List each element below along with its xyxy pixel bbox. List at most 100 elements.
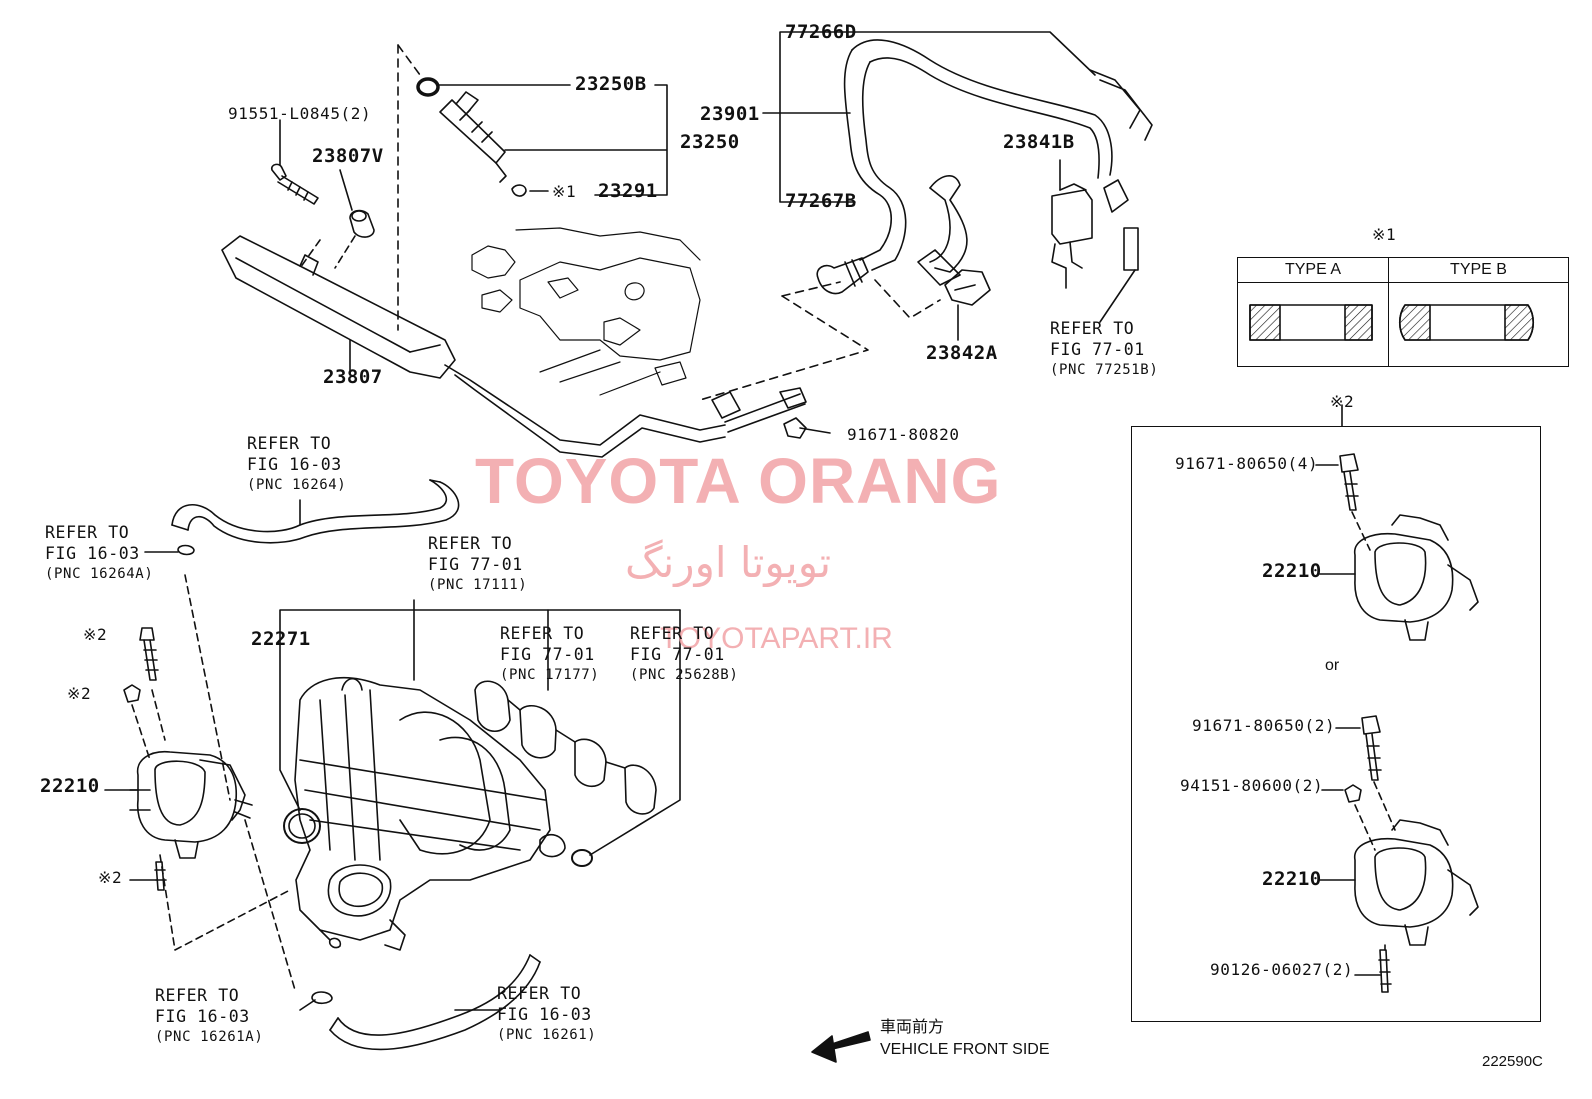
fuel-injector — [439, 91, 507, 183]
watermark-title: TOYOTA ORANG — [475, 445, 1002, 517]
refer-line1: REFER TO — [428, 534, 513, 553]
refer-pnc: (PNC 16261) — [497, 1027, 597, 1043]
front-arrow-icon — [811, 1031, 871, 1063]
refer-line1: REFER TO — [500, 624, 585, 643]
label-77266d: 77266D — [785, 21, 857, 43]
refer-pnc: (PNC 17177) — [500, 667, 600, 683]
label-23807: 23807 — [323, 366, 383, 388]
label-22210-upper: 22210 — [1262, 560, 1322, 582]
mark-2-b: ※2 — [67, 684, 92, 703]
nut-right — [1344, 784, 1362, 803]
vehicle-front-en: VEHICLE FRONT SIDE — [880, 1041, 1050, 1058]
label-91671-80650-2: 91671-80650(2) — [1192, 716, 1336, 735]
manifold-gasket-17177 — [474, 680, 657, 815]
label-91551: 91551-L0845(2) — [228, 104, 372, 123]
hose-connector — [816, 179, 1139, 295]
refer-line2: FIG 16-03 — [247, 455, 342, 474]
vehicle-front-label: 車両前方 VEHICLE FRONT SIDE — [880, 1017, 1050, 1061]
label-23250b: 23250B — [575, 73, 647, 95]
refer-line1: REFER TO — [155, 986, 240, 1005]
refer-17177: REFER TO FIG 77-01 (PNC 17177) — [500, 623, 599, 686]
vsv-23841b — [1051, 183, 1093, 289]
refer-line2: FIG 77-01 — [500, 645, 595, 664]
refer-pnc: (PNC 16264) — [247, 477, 347, 493]
refer-17111: REFER TO FIG 77-01 (PNC 17111) — [428, 533, 527, 596]
refer-16261a: REFER TO FIG 16-03 (PNC 16261A) — [155, 985, 263, 1048]
label-23842a: 23842A — [926, 342, 998, 364]
refer-line2: FIG 16-03 — [155, 1007, 250, 1026]
hose-clamp-16264a — [177, 544, 195, 556]
watermark-persian: تویوتا اورنگ — [625, 538, 832, 587]
refer-77251b: REFER TO FIG 77-01 (PNC 77251B) — [1050, 318, 1158, 381]
label-91671-80650-4: 91671-80650(4) — [1175, 454, 1319, 473]
bolt-91551 — [270, 163, 319, 205]
figure-code: 222590C — [1482, 1053, 1543, 1070]
fuel-delivery-pipe — [221, 235, 807, 458]
refer-pnc: (PNC 17111) — [428, 577, 528, 593]
refer-25628b: REFER TO FIG 77-01 (PNC 25628B) — [630, 623, 738, 686]
refer-line2: FIG 16-03 — [497, 1005, 592, 1024]
gasket-25628b — [539, 833, 593, 867]
alternate-throttle-frame — [1131, 426, 1541, 1022]
label-22271: 22271 — [251, 628, 311, 650]
nut-left — [123, 684, 141, 703]
type-a-section — [1249, 304, 1373, 341]
label-23841b: 23841B — [1003, 131, 1075, 153]
refer-line2: FIG 77-01 — [630, 645, 725, 664]
intake-manifold — [294, 677, 551, 951]
mark-1-box: ※1 — [1372, 225, 1397, 244]
o-ring — [416, 77, 440, 97]
refer-pnc: (PNC 16261A) — [155, 1029, 264, 1045]
throttle-body-upper — [1354, 514, 1479, 641]
hose-16261 — [329, 954, 541, 1051]
label-90126-06027: 90126-06027(2) — [1210, 960, 1354, 979]
label-23250: 23250 — [680, 131, 740, 153]
label-77267b: 77267B — [785, 190, 857, 212]
refer-pnc: (PNC 77251B) — [1050, 362, 1159, 378]
refer-line1: REFER TO — [497, 984, 582, 1003]
clip-23842a — [944, 269, 991, 306]
bolt-91671-80820 — [783, 417, 831, 439]
label-23807v: 23807V — [312, 145, 384, 167]
watermark-url: TOYOTAPART.IR — [660, 622, 893, 655]
refer-line2: FIG 77-01 — [1050, 340, 1145, 359]
refer-line1: REFER TO — [1050, 319, 1135, 338]
label-23901: 23901 — [700, 103, 760, 125]
stud-right — [1378, 949, 1392, 993]
label-94151-80600: 94151-80600(2) — [1180, 776, 1324, 795]
refer-line2: FIG 16-03 — [45, 544, 140, 563]
mark-2-frame: ※2 — [1330, 392, 1355, 411]
gasket-22271 — [283, 808, 321, 844]
engine-head-outline — [471, 227, 701, 396]
refer-pnc: (PNC 25628B) — [630, 667, 739, 683]
bolt-right-lower — [1361, 715, 1382, 781]
vehicle-front-jp: 車両前方 — [880, 1019, 945, 1036]
refer-line2: FIG 77-01 — [428, 555, 523, 574]
fuel-hose-77266d — [843, 39, 1113, 271]
refer-16264: REFER TO FIG 16-03 (PNC 16264) — [247, 433, 346, 496]
label-23291: 23291 — [598, 180, 658, 202]
type-table: TYPE A TYPE B — [1237, 257, 1569, 367]
type-a-header: TYPE A — [1238, 258, 1389, 283]
label-91671-80820: 91671-80820 — [847, 425, 960, 444]
throttle-body-lower — [1354, 819, 1479, 946]
mark-1-rail: ※1 — [552, 182, 577, 201]
refer-16264a: REFER TO FIG 16-03 (PNC 16264A) — [45, 522, 153, 585]
refer-16261: REFER TO FIG 16-03 (PNC 16261) — [497, 983, 596, 1046]
mark-2-c: ※2 — [98, 868, 123, 887]
hose-clamp-16261a — [311, 991, 333, 1005]
mark-2-a: ※2 — [83, 625, 108, 644]
type-b-header: TYPE B — [1389, 258, 1568, 283]
fuel-hose-77267b — [917, 175, 968, 286]
spacer-23807v — [349, 209, 375, 238]
type-b-section — [1398, 304, 1535, 341]
refer-pnc: (PNC 16264A) — [45, 566, 154, 582]
refer-line1: REFER TO — [630, 624, 715, 643]
or-label: or — [1325, 657, 1340, 674]
throttle-body-left — [129, 750, 253, 859]
refer-line1: REFER TO — [247, 434, 332, 453]
bolt-right-upper — [1339, 453, 1359, 511]
bolt-left-a — [139, 627, 159, 681]
